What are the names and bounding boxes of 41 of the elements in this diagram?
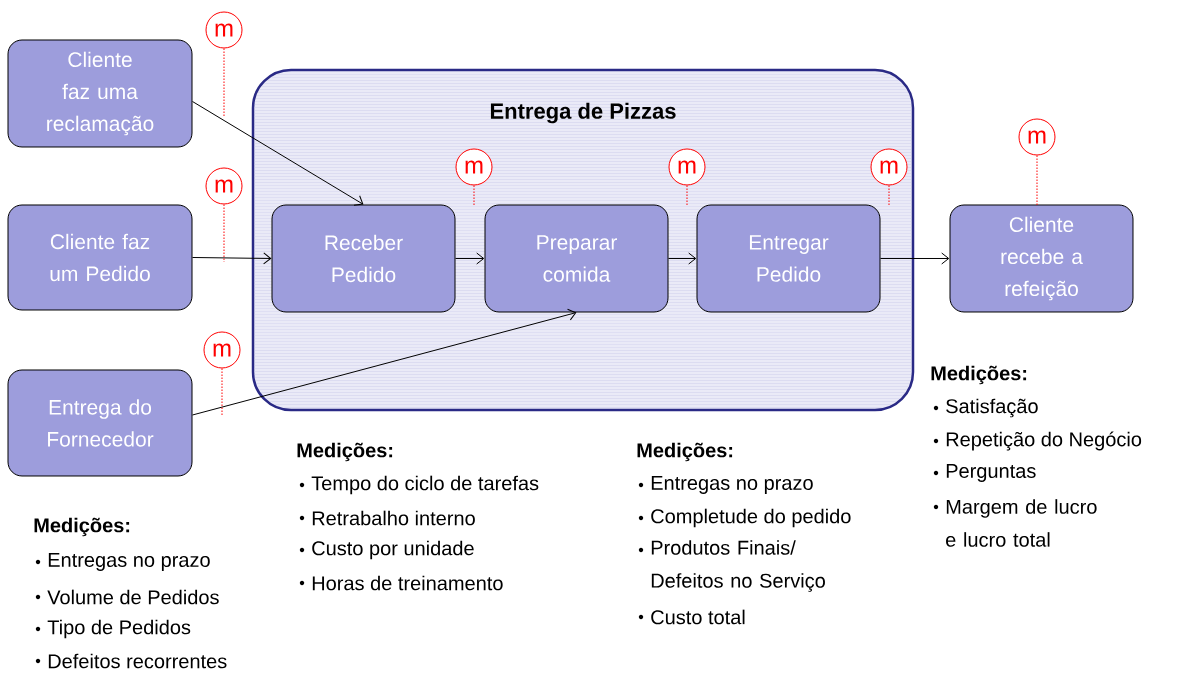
heading: Medições: <box>297 442 393 462</box>
measure-item: Repetição do Negócio <box>946 431 1142 451</box>
leader-line <box>888 185 890 206</box>
measure-item: Horas de treinamento <box>312 575 503 591</box>
measure-item: Entregas no prazo <box>651 476 813 494</box>
heading: Medições: <box>931 365 1027 385</box>
process-box: Cliente recebe a refeição <box>949 204 1134 313</box>
measure-item: Completude do pedido <box>651 508 851 528</box>
arrow <box>668 252 697 265</box>
process-box: Cliente faz um Pedido <box>7 204 193 311</box>
measure-item: Entregas no prazo <box>48 553 210 571</box>
leader-line <box>223 204 225 263</box>
process-box: Receber Pedido <box>271 204 456 313</box>
process-box: Preparar comida <box>484 204 669 313</box>
leader-line <box>221 368 223 416</box>
leader-line <box>223 48 225 118</box>
measure-item: Tipo de Pedidos <box>47 619 191 639</box>
arrow <box>192 308 577 416</box>
measure-item: Volume de Pedidos <box>47 589 219 605</box>
measure-item: Tempo do ciclo de tarefas <box>311 475 539 495</box>
arrow <box>880 252 950 265</box>
arrow <box>192 101 364 206</box>
measure-item: Retrabalho interno <box>312 510 475 526</box>
measure-item: Perguntas <box>946 464 1036 482</box>
measure-item: Custo total <box>651 609 745 625</box>
measure-item: Margem de lucro e lucro total <box>946 499 1097 547</box>
heading: Medições: <box>34 517 130 537</box>
measure-item: Satisfação <box>946 398 1038 418</box>
measure-item: Produtos Finais/ Defeitos no Serviço <box>651 540 825 592</box>
heading: Medições: <box>637 442 733 462</box>
measure-item: Defeitos recorrentes <box>48 653 227 669</box>
arrow <box>455 252 485 265</box>
measure-item: Custo por unidade <box>312 540 474 560</box>
arrow <box>192 252 272 265</box>
leader-line <box>1036 155 1038 206</box>
leader-line <box>686 185 688 206</box>
process-box: Entrega do Fornecedor <box>7 369 193 477</box>
process-box: Entregar Pedido <box>696 204 881 313</box>
leader-line <box>473 185 475 206</box>
process-box: Cliente faz uma reclamação <box>7 39 193 148</box>
process-group: Entrega de Pizzas <box>490 102 676 124</box>
